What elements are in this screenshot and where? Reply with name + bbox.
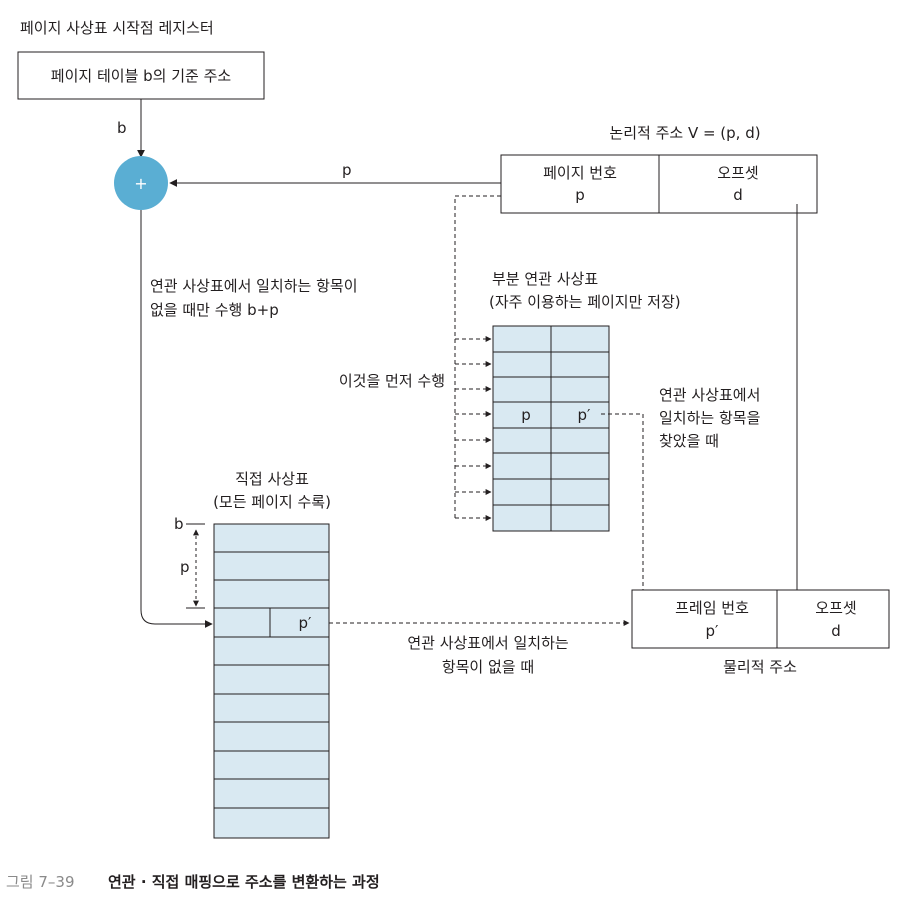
page-number-var: p	[575, 186, 585, 204]
associative-title-2: (자주 이용하는 페이지만 저장)	[489, 293, 681, 311]
register-box-label: 페이지 테이블 b의 기준 주소	[51, 67, 232, 85]
page-to-associative-dashed	[454, 195, 501, 518]
associative-row-p: p	[521, 406, 531, 424]
direct-table	[213, 523, 330, 839]
direct-title-2: (모든 페이지 수록)	[213, 493, 331, 511]
frame-number-label: 프레임 번호	[675, 599, 749, 617]
page-number-label: 페이지 번호	[543, 164, 617, 182]
associative-table	[492, 325, 610, 532]
found-note-1: 연관 사상표에서	[659, 386, 760, 404]
direct-title-1: 직접 사상표	[235, 470, 309, 488]
associative-title-1: 부분 연관 사상표	[492, 270, 598, 288]
direct-entry-p-prime: p′	[299, 614, 313, 632]
found-note-2: 일치하는 항목을	[659, 409, 760, 427]
adder-note-1: 연관 사상표에서 일치하는 항목이	[150, 277, 358, 295]
p-marker: p	[180, 558, 190, 576]
not-found-note-2: 항목이 없을 때	[442, 658, 534, 676]
p-arrow-label: p	[342, 161, 352, 179]
b-marker: b	[174, 515, 184, 533]
associative-lookup-arrows	[455, 336, 492, 521]
associative-row-p-prime: p′	[578, 406, 592, 424]
offset-var: d	[733, 186, 743, 204]
first-note: 이것을 먼저 수행	[339, 372, 445, 390]
b-label: b	[117, 119, 127, 137]
caption-title: 연관 · 직접 매핑으로 주소를 변환하는 과정	[108, 873, 380, 891]
adder-note-2: 없을 때만 수행 b+p	[150, 301, 279, 319]
physical-offset-var: d	[831, 622, 841, 640]
physical-offset-label: 오프셋	[815, 599, 856, 617]
found-note-3: 찾았을 때	[659, 432, 719, 450]
frame-number-var: p′	[706, 622, 720, 640]
register-box	[17, 51, 265, 100]
plus-icon: +	[134, 174, 147, 193]
caption-number: 그림 7–39	[6, 873, 75, 891]
offset-label: 오프셋	[717, 164, 758, 182]
adder-circle	[114, 156, 168, 210]
register-title: 페이지 사상표 시작점 레지스터	[20, 19, 214, 37]
physical-address-box	[631, 589, 890, 649]
adder-to-direct-arrow	[140, 210, 213, 628]
found-path-dashed	[601, 413, 646, 613]
logical-address-title: 논리적 주소 V = (p, d)	[609, 124, 760, 142]
not-found-note-1: 연관 사상표에서 일치하는	[407, 634, 569, 652]
physical-address-title: 물리적 주소	[723, 658, 797, 676]
